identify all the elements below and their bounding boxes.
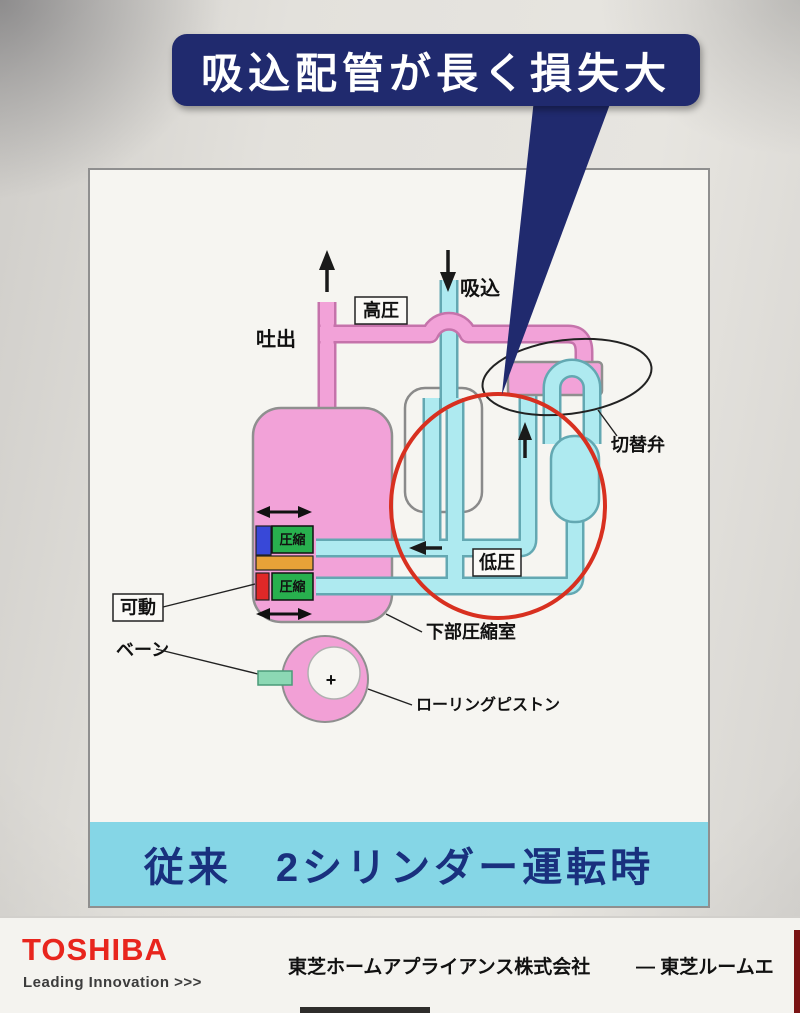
lower-vane — [255, 572, 270, 601]
discharge-arrow-icon — [319, 250, 335, 292]
vane-motion-arrow-bottom — [256, 608, 312, 620]
low-pressure-label: 低圧 — [478, 552, 515, 573]
suction-arrow-icon — [440, 250, 456, 292]
toshiba-tagline: Leading Innovation >>> — [23, 974, 202, 991]
photo-artifact-red-edge — [794, 930, 800, 1013]
banner-text: 従来 2シリンダー運転時 — [143, 846, 655, 890]
rolling-piston-label: ローリングピストン — [416, 695, 560, 714]
callout-text: 吸込配管が長く損失大 — [200, 49, 671, 97]
movable-label-box: 可動 — [112, 593, 164, 622]
high-pressure-label: 高圧 — [363, 300, 399, 321]
piston-center-marker: + — [326, 670, 337, 690]
banner: 従来 2シリンダー運転時 — [90, 822, 708, 906]
upper-compression-chamber — [271, 525, 314, 554]
company-name: 東芝ホームアプライアンス株式会社 — [288, 957, 591, 978]
compression-label-lower: 圧縮 — [279, 579, 305, 594]
valve-u-pipe — [545, 361, 599, 444]
compression-label-upper: 圧縮 — [279, 532, 305, 547]
high-pressure-label-box: 高圧 — [354, 296, 408, 325]
footer: TOSHIBA Leading Innovation >>> 東芝ホームアプライ… — [0, 916, 800, 1013]
leader-lines — [155, 409, 618, 706]
callout-bubble: 吸込配管が長く損失大 — [172, 34, 700, 106]
vane-motion-arrow-top — [256, 506, 312, 518]
vane-label: ベーン — [116, 640, 169, 660]
discharge-label: 吐出 — [256, 328, 296, 351]
compressor-circuit-diagram: 圧縮 圧縮 — [112, 250, 665, 723]
lower-compression-chamber-box — [271, 572, 314, 601]
low-pressure-pipes — [316, 280, 582, 593]
rolling-piston-inner — [307, 646, 361, 700]
toshiba-logo: TOSHIBA — [22, 932, 168, 967]
suction-loss-highlight-circle — [389, 392, 607, 620]
piston-vane-bar — [257, 670, 293, 686]
trailing-text: ― 東芝ルームエ — [636, 957, 774, 978]
upper-vane — [255, 525, 272, 556]
valve-highlight-ellipse — [481, 337, 653, 417]
accumulator — [549, 434, 601, 524]
photo-artifact-bottom-bar — [300, 1007, 430, 1013]
piston-shaft-bar — [255, 555, 314, 571]
switching-valve-label: 切替弁 — [611, 434, 665, 455]
lower-compression-chamber-label: 下部圧縮室 — [426, 621, 516, 642]
low-pressure-flow-arrow-icon — [409, 541, 442, 555]
valve-up-arrow-icon — [518, 422, 532, 458]
pipe-junction-patch-2 — [320, 338, 334, 346]
diagram-panel: 圧縮 圧縮 — [88, 168, 710, 908]
low-pressure-label-box: 低圧 — [472, 548, 522, 577]
suction-label: 吸込 — [460, 277, 500, 300]
movable-label: 可動 — [120, 597, 156, 618]
pipe-junction-patch-1 — [320, 322, 334, 330]
